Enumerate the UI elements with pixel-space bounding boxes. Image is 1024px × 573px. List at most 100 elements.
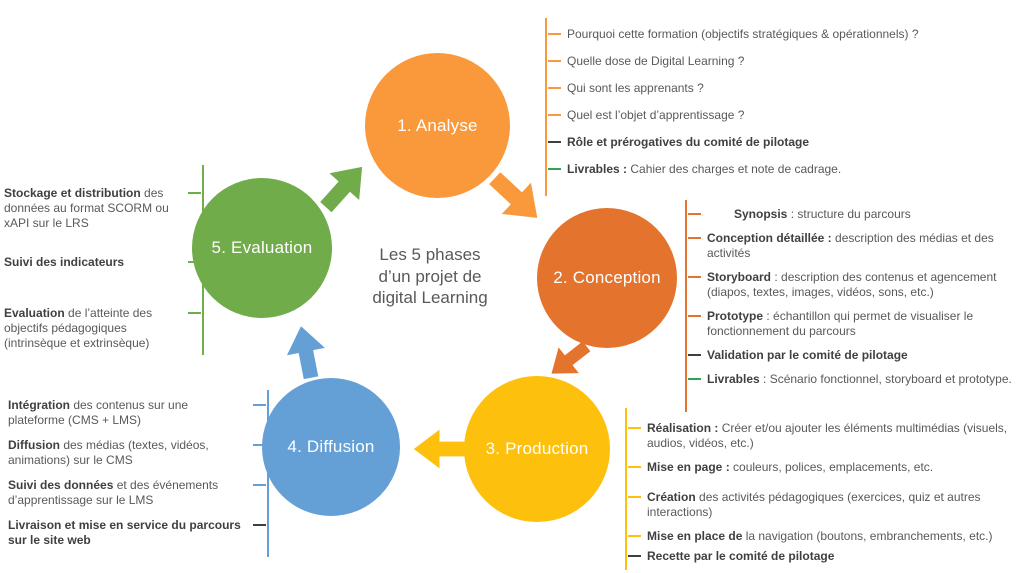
conception-annotation-group: Synopsis : structure du parcours Concept…: [685, 200, 1024, 412]
tick-mark: [253, 404, 266, 406]
annotation-bold-text: Livrables :: [567, 162, 628, 176]
annotation-bold-text: Livrables: [707, 372, 760, 386]
annotation-bold-text: Suivi des indicateurs: [4, 255, 125, 269]
annotation-item: Mise en place de la navigation (boutons,…: [628, 529, 1024, 544]
annotation-item: Quel est l’objet d’apprentissage ?: [548, 108, 1024, 123]
annotation-bold-text: Création: [647, 490, 696, 504]
annotation-item: Mise en page : couleurs, polices, emplac…: [628, 460, 1024, 475]
tick-mark: [548, 141, 561, 143]
annotation-bold-text: Livraison et mise en service du parcours…: [8, 518, 241, 547]
tick-mark: [253, 444, 266, 446]
annotation-item: Diffusion des médias (textes, vidéos, an…: [8, 438, 266, 468]
tick-mark: [688, 276, 701, 278]
annotation-text: Mise en page : couleurs, polices, emplac…: [647, 460, 933, 474]
annotation-regular-text: des médias (textes, vidéos, animations) …: [8, 438, 209, 467]
annotation-bold-text: Stockage et distribution: [4, 186, 141, 200]
annotation-item: Prototype : échantillon qui permet de vi…: [688, 309, 1024, 339]
annotation-text: Livrables : Scénario fonctionnel, storyb…: [707, 372, 1012, 386]
arrow-diffusion-to-evaluation: [286, 326, 325, 380]
diagram-title: Les 5 phases d’un projet de digital Lear…: [372, 245, 488, 307]
analyse-connector-line: [545, 18, 547, 196]
annotation-regular-text: des activités pédagogiques (exercices, q…: [647, 490, 981, 519]
annotation-item: Création des activités pédagogiques (exe…: [628, 490, 1024, 520]
tick-mark: [688, 378, 701, 380]
tick-mark: [188, 312, 201, 314]
annotation-text: Livrables : Cahier des charges et note d…: [567, 162, 841, 176]
annotation-regular-text: Quel est l’objet d’apprentissage ?: [567, 108, 745, 122]
tick-mark: [628, 496, 641, 498]
annotation-bold-text: Mise en page :: [647, 460, 730, 474]
tick-mark: [628, 427, 641, 429]
annotation-regular-text: : description des contenus et agencement…: [707, 270, 997, 299]
diffusion-connector-line: [267, 390, 269, 557]
annotation-text: Recette par le comité de pilotage: [647, 549, 834, 563]
annotation-item: Livrables : Scénario fonctionnel, storyb…: [688, 372, 1024, 387]
tick-mark: [548, 87, 561, 89]
annotation-bold-text: Evaluation: [4, 306, 65, 320]
annotation-regular-text: et des événements d’apprentissage sur le…: [8, 478, 219, 507]
phase-label-evaluation: 5. Evaluation: [211, 238, 313, 257]
tick-mark: [688, 315, 701, 317]
phase-label-conception: 2. Conception: [553, 268, 661, 287]
tick-mark: [688, 213, 701, 215]
annotation-bold-text: Intégration: [8, 398, 70, 412]
annotation-regular-text: des contenus sur une plateforme (CMS + L…: [8, 398, 189, 427]
arrow-production-to-diffusion: [413, 429, 467, 469]
annotation-item: Pourquoi cette formation (objectifs stra…: [548, 27, 1024, 42]
annotation-text: Livraison et mise en service du parcours…: [8, 518, 241, 547]
phase-label-diffusion: 4. Diffusion: [287, 437, 375, 456]
annotation-item: Livrables : Cahier des charges et note d…: [548, 162, 1024, 177]
tick-mark: [628, 535, 641, 537]
annotation-text: Suivi des indicateurs: [4, 255, 124, 269]
annotation-item: Suivi des données et des événements d’ap…: [8, 478, 266, 508]
annotation-text: Suivi des données et des événements d’ap…: [8, 478, 218, 507]
annotation-bold-text: Conception détaillée :: [707, 231, 832, 245]
annotation-text: Qui sont les apprenants ?: [567, 81, 704, 95]
annotation-text: Stockage et distribution des données au …: [4, 186, 169, 230]
diffusion-annotation-group: Intégration des contenus sur une platefo…: [8, 390, 269, 558]
phase-circle-conception: 2. Conception: [537, 208, 677, 348]
annotation-text: Réalisation : Créer et/ou ajouter les él…: [647, 421, 1007, 450]
tick-mark: [253, 484, 266, 486]
annotation-text: Mise en place de la navigation (boutons,…: [647, 529, 993, 543]
annotation-regular-text: la navigation (boutons, embranchements, …: [742, 529, 993, 543]
annotation-bold-text: Réalisation :: [647, 421, 719, 435]
annotation-bold-text: Validation par le comité de pilotage: [707, 348, 908, 362]
annotation-item: Livraison et mise en service du parcours…: [8, 518, 266, 548]
annotation-item: Conception détaillée : description des m…: [688, 231, 1024, 261]
annotation-item: Qui sont les apprenants ?: [548, 81, 1024, 96]
tick-mark: [548, 60, 561, 62]
tick-mark: [188, 261, 201, 263]
annotation-item: Réalisation : Créer et/ou ajouter les él…: [628, 421, 1024, 451]
annotation-item: Evaluation de l’atteinte des objectifs p…: [4, 306, 201, 351]
annotation-regular-text: Cahier des charges et note de cadrage.: [627, 162, 842, 176]
annotation-text: Quel est l’objet d’apprentissage ?: [567, 108, 744, 122]
annotation-regular-text: description des médias et des activités: [707, 231, 994, 260]
annotation-bold-text: Diffusion: [8, 438, 60, 452]
annotation-text: Prototype : échantillon qui permet de vi…: [707, 309, 973, 338]
annotation-regular-text: des données au format SCORM ou xAPI sur …: [4, 186, 169, 230]
annotation-regular-text: couleurs, polices, emplacements, etc.: [729, 460, 934, 474]
annotation-bold-text: Storyboard: [707, 270, 772, 284]
annotation-regular-text: de l’atteinte des objectifs pédagogiques…: [4, 306, 153, 350]
annotation-regular-text: : échantillon qui permet de visualiser l…: [707, 309, 974, 338]
annotation-bold-text: Rôle et prérogatives du comité de pilota…: [567, 135, 810, 149]
annotation-text: Diffusion des médias (textes, vidéos, an…: [8, 438, 209, 467]
tick-mark: [688, 354, 701, 356]
tick-mark: [188, 192, 201, 194]
annotation-regular-text: : Scénario fonctionnel, storyboard et pr…: [759, 372, 1012, 386]
annotation-regular-text: Créer et/ou ajouter les éléments multimé…: [647, 421, 1008, 450]
annotation-item: Synopsis : structure du parcours: [688, 207, 1024, 222]
annotation-text: Conception détaillée : description des m…: [707, 231, 994, 260]
annotation-item: Stockage et distribution des données au …: [4, 186, 201, 231]
annotation-bold-text: Suivi des données: [8, 478, 114, 492]
tick-mark: [628, 466, 641, 468]
annotation-item: Rôle et prérogatives du comité de pilota…: [548, 135, 1024, 150]
annotation-item: Recette par le comité de pilotage: [628, 549, 1024, 564]
evaluation-connector-line: [202, 165, 204, 355]
analyse-annotation-group: Pourquoi cette formation (objectifs stra…: [545, 18, 1024, 196]
tick-mark: [628, 555, 641, 557]
annotation-text: Pourquoi cette formation (objectifs stra…: [567, 27, 919, 41]
phase-label-production: 3. Production: [485, 439, 589, 458]
